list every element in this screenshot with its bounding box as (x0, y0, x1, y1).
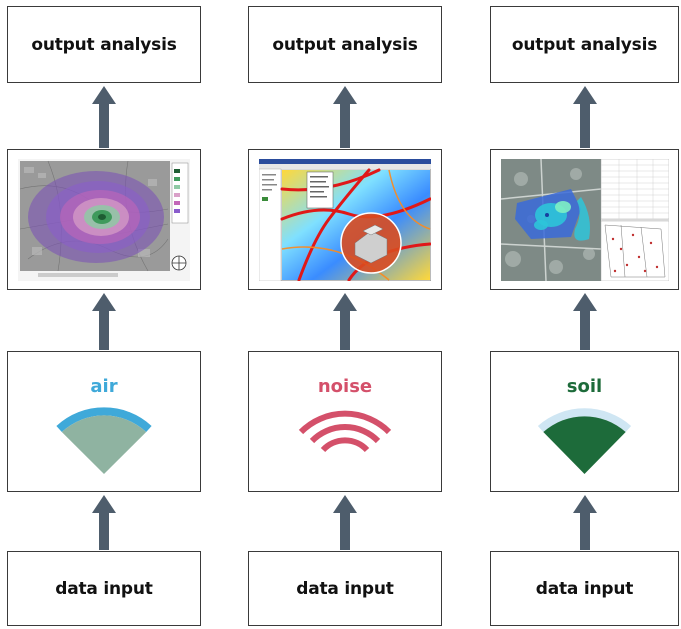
up-arrow-icon (333, 495, 357, 550)
noise-map-gis-window (259, 159, 431, 281)
up-arrow-icon (92, 86, 116, 148)
noise-wave-arcs-icon (298, 410, 392, 453)
soil-contamination-map (501, 159, 669, 281)
data-input-label: data input (296, 578, 394, 599)
up-arrow-icon (573, 495, 597, 550)
up-arrow-icon (573, 86, 597, 148)
air-dispersion-map-frame (7, 149, 201, 290)
air-label: air (90, 376, 118, 397)
air-dispersion-map (18, 159, 190, 281)
up-arrow-icon (333, 293, 357, 350)
output-analysis-box-noise: output analysis (248, 6, 442, 83)
soil-data-box: soil (490, 351, 679, 492)
soil-label: soil (566, 376, 603, 397)
output-analysis-label: output analysis (272, 34, 418, 55)
data-input-box-soil: data input (490, 551, 679, 626)
up-arrow-icon (333, 86, 357, 148)
data-input-label: data input (535, 578, 634, 599)
data-input-box-noise: data input (248, 551, 442, 626)
data-input-box-air: data input (7, 551, 201, 626)
up-arrow-icon (573, 293, 597, 350)
soil-contamination-map-frame (490, 149, 679, 290)
up-arrow-icon (92, 293, 116, 350)
noise-data-box: noise (248, 351, 442, 492)
up-arrow-icon (92, 495, 116, 550)
soil-wave-sector-icon (537, 408, 632, 474)
air-wave-sector-icon (56, 407, 152, 474)
noise-map-gis-window-frame (248, 149, 442, 290)
output-analysis-label: output analysis (31, 34, 177, 55)
data-input-label: data input (55, 578, 153, 599)
output-analysis-box-air: output analysis (7, 6, 201, 83)
noise-label: noise (317, 376, 373, 397)
output-analysis-box-soil: output analysis (490, 6, 679, 83)
output-analysis-label: output analysis (511, 34, 658, 55)
air-data-box: air (7, 351, 201, 492)
